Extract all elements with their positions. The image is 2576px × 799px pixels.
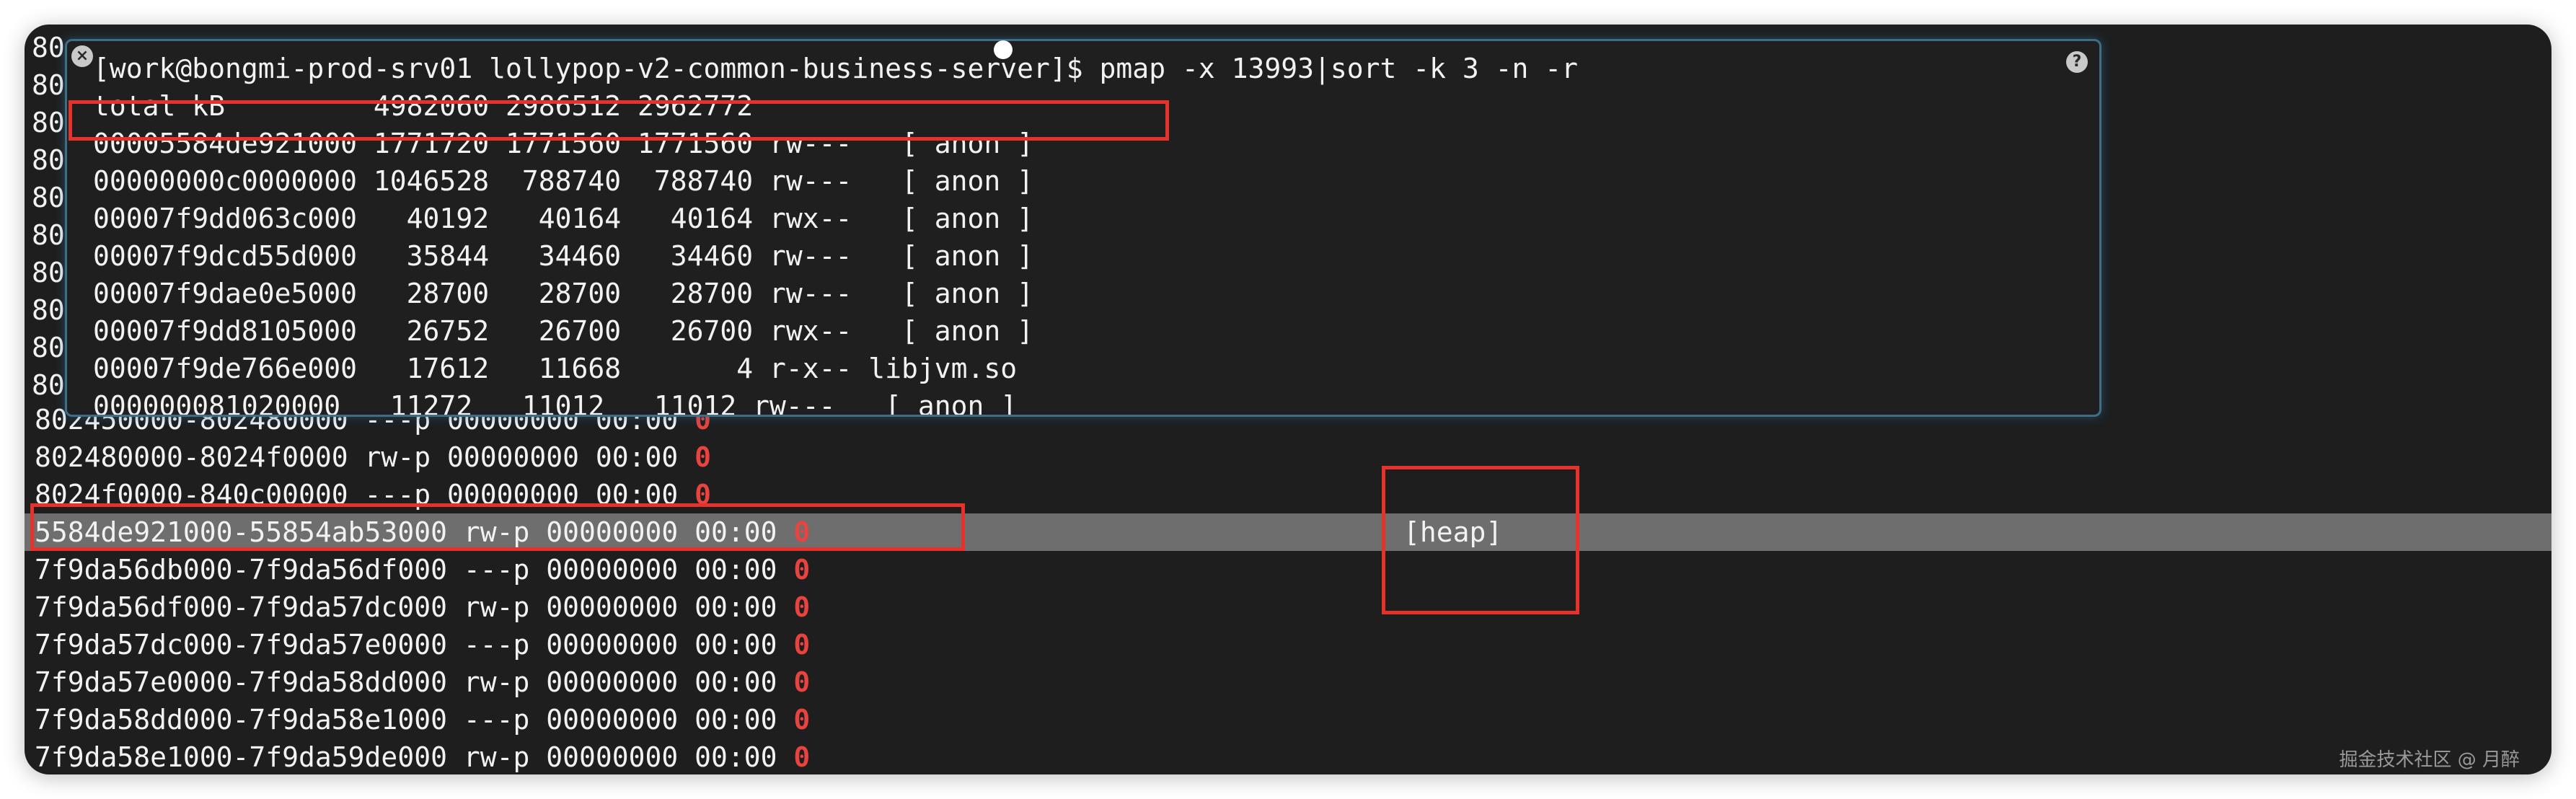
map-row: 7f9da58dd000-7f9da58e1000 ---p 00000000 … bbox=[25, 701, 810, 738]
map-row: 7f9da56df000-7f9da57dc000 rw-p 00000000 … bbox=[25, 588, 810, 626]
map-row-text: 7f9da56db000-7f9da56df000 ---p 00000000 … bbox=[35, 554, 794, 586]
line-prefix: 80 bbox=[32, 32, 65, 63]
pmap-row: 00007f9dd8105000 26752 26700 26700 rwx--… bbox=[93, 315, 1034, 347]
line-prefix: 80 bbox=[32, 257, 65, 288]
pmap-row: 000000081020000 11272 11012 11012 rw--- … bbox=[93, 390, 1018, 417]
map-row: 7f9da56db000-7f9da56df000 ---p 00000000 … bbox=[25, 551, 810, 588]
line-prefix: 80 bbox=[32, 219, 65, 251]
pmap-row: 00000000c0000000 1046528 788740 788740 r… bbox=[93, 165, 1034, 197]
map-row-text: 802480000-8024f0000 rw-p 00000000 00:00 bbox=[35, 441, 695, 473]
inode-value: 0 bbox=[793, 554, 811, 586]
pmap-row: 00007f9dd063c000 40192 40164 40164 rwx--… bbox=[93, 203, 1034, 234]
pmap-row: 00007f9dcd55d000 35844 34460 34460 rw---… bbox=[93, 240, 1034, 272]
command-line: [work@bongmi-prod-srv01 lollypop-v2-comm… bbox=[93, 53, 1579, 84]
pmap-output-popup[interactable]: [work@bongmi-prod-srv01 lollypop-v2-comm… bbox=[65, 39, 2101, 417]
map-row-text: 7f9da58e1000-7f9da59de000 rw-p 00000000 … bbox=[35, 741, 794, 773]
line-prefix: 80 bbox=[32, 369, 65, 401]
drag-handle-icon[interactable] bbox=[994, 40, 1013, 59]
line-prefix: 80 bbox=[32, 69, 65, 101]
pmap-row: total kB 4982060 2986512 2962772 bbox=[93, 90, 754, 122]
help-icon[interactable]: ? bbox=[2066, 51, 2088, 73]
line-prefix: 80 bbox=[32, 144, 65, 176]
map-row: 5584de921000-55854ab53000 rw-p 00000000 … bbox=[25, 513, 2551, 551]
pmap-row: 00005584de921000 1771720 1771560 1771560… bbox=[93, 128, 1034, 159]
map-row: 7f9da57e0000-7f9da58dd000 rw-p 00000000 … bbox=[25, 663, 810, 701]
inode-value: 0 bbox=[793, 666, 811, 698]
map-row-text: 8024f0000-840c00000 ---p 00000000 00:00 bbox=[35, 479, 695, 511]
map-row: 7f9da58e1000-7f9da59de000 rw-p 00000000 … bbox=[25, 738, 810, 774]
map-row: 7f9da57dc000-7f9da57e0000 ---p 00000000 … bbox=[25, 626, 810, 663]
line-prefix: 80 bbox=[32, 294, 65, 326]
map-row-text: 7f9da58dd000-7f9da58e1000 ---p 00000000 … bbox=[35, 704, 794, 736]
inode-value: 0 bbox=[793, 516, 811, 548]
map-row-text: 7f9da57e0000-7f9da58dd000 rw-p 00000000 … bbox=[35, 666, 794, 698]
line-prefix: 80 bbox=[32, 332, 65, 363]
line-prefix: 80 bbox=[32, 182, 65, 213]
inode-value: 0 bbox=[694, 479, 712, 511]
line-prefix: 80 bbox=[32, 107, 65, 138]
map-row: 8024f0000-840c00000 ---p 00000000 00:00 … bbox=[25, 476, 711, 513]
inode-value: 0 bbox=[793, 591, 811, 623]
inode-value: 0 bbox=[793, 629, 811, 661]
pmap-row: 00007f9dae0e5000 28700 28700 28700 rw---… bbox=[93, 278, 1034, 309]
map-row: 802480000-8024f0000 rw-p 00000000 00:00 … bbox=[25, 438, 711, 476]
close-icon[interactable]: × bbox=[71, 45, 93, 67]
map-row-text: 7f9da57dc000-7f9da57e0000 ---p 00000000 … bbox=[35, 629, 794, 661]
pmap-row: 00007f9de766e000 17612 11668 4 r-x-- lib… bbox=[93, 353, 1018, 384]
inode-value: 0 bbox=[793, 741, 811, 773]
inode-value: 0 bbox=[793, 704, 811, 736]
map-row-text: 5584de921000-55854ab53000 rw-p 00000000 … bbox=[35, 516, 794, 548]
watermark: 掘金技术社区 @ 月醉 bbox=[2339, 749, 2520, 771]
map-row-text: 7f9da56df000-7f9da57dc000 rw-p 00000000 … bbox=[35, 591, 794, 623]
heap-label: [heap] bbox=[1403, 516, 1503, 548]
inode-value: 0 bbox=[694, 441, 712, 473]
